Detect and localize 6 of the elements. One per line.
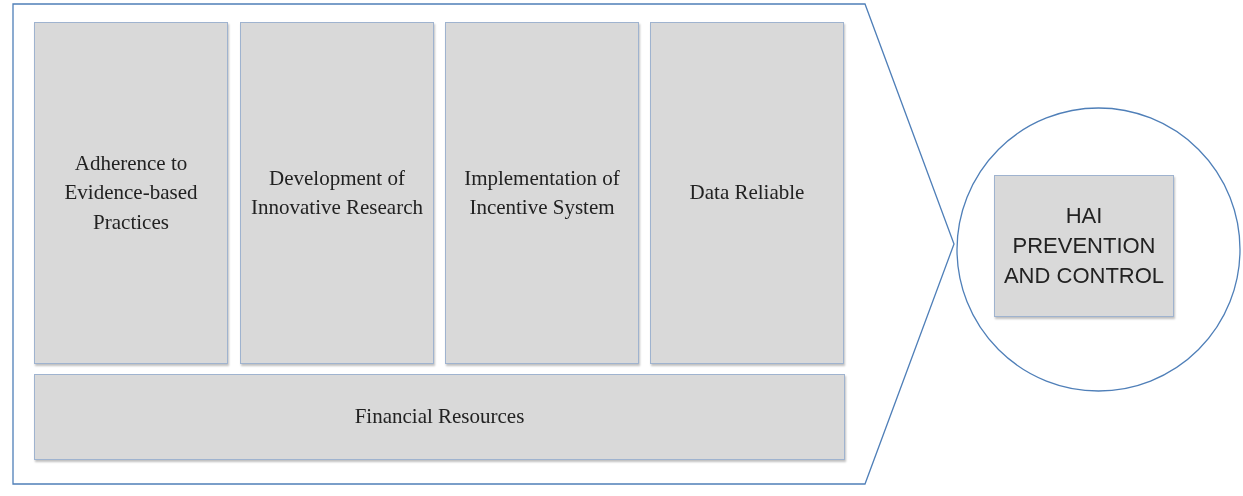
pillar-box: Data Reliable bbox=[650, 22, 844, 364]
pillar-box: Adherence to Evidence-based Practices bbox=[34, 22, 228, 364]
foundation-bar: Financial Resources bbox=[34, 374, 845, 460]
pillar-box: Implementation of Incentive System bbox=[445, 22, 639, 364]
goal-box: HAI PREVENTION AND CONTROL bbox=[994, 175, 1174, 317]
pillar-box: Development of Innovative Research bbox=[240, 22, 434, 364]
